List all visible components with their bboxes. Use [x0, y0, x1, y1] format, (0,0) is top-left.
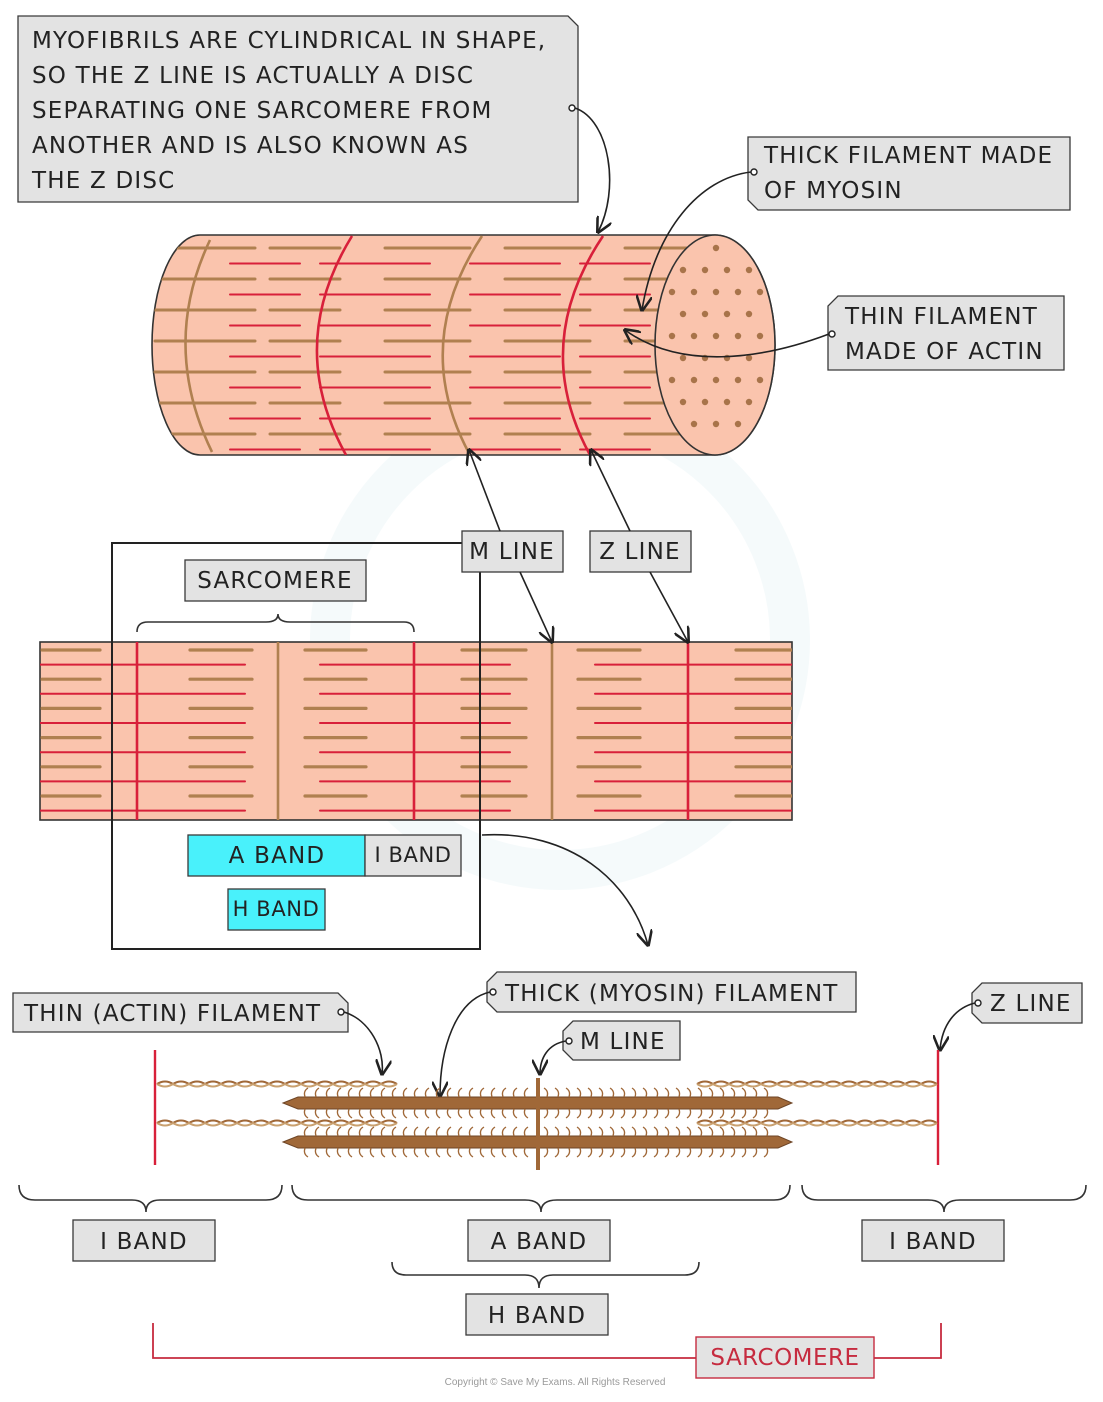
sarcomere-label-bottom: SARCOMERE [710, 1345, 859, 1371]
z-disc-note-line-4: ANOTHER AND IS ALSO KNOWN AS [32, 133, 469, 159]
bottom-thick-callout: THICK (MYOSIN) FILAMENT [440, 971, 857, 1096]
bottom-thin-callout: THIN (ACTIN) FILAMENT [12, 992, 382, 1074]
z-line-callout: Z LINE [590, 450, 692, 642]
z-line-label: Z LINE [599, 539, 681, 565]
sarcomere-molecular-detail [153, 1050, 940, 1170]
thick-filament-label-line-2: OF MYOSIN [764, 178, 903, 204]
thin-actin-label: THIN (ACTIN) FILAMENT [23, 1001, 321, 1027]
h-band-label: H BAND [488, 1303, 586, 1329]
z-disc-note: MYOFIBRILS ARE CYLINDRICAL IN SHAPE, SO … [17, 15, 579, 203]
thin-filament-label-line-2: MADE OF ACTIN [845, 339, 1044, 365]
i-band-key-label: I BAND [374, 843, 451, 867]
sarcomere-brace-top: SARCOMERE [136, 559, 415, 633]
copyright-text: Copyright © Save My Exams. All Rights Re… [445, 1377, 666, 1388]
z-disc-note-line-3: SEPARATING ONE SARCOMERE FROM [32, 98, 493, 124]
h-band-key-label: H BAND [233, 897, 320, 921]
a-band-label: A BAND [491, 1229, 588, 1255]
zoom-frame [111, 542, 481, 950]
z-disc-note-arrow [574, 107, 610, 232]
bottom-m-line-label: M LINE [580, 1029, 666, 1055]
z-disc-note-line-5: THE Z DISC [31, 168, 175, 194]
bottom-z-line-callout: Z LINE [940, 982, 1083, 1050]
zoom-arrow [481, 833, 648, 945]
z-disc-note-line-1: MYOFIBRILS ARE CYLINDRICAL IN SHAPE, [32, 28, 546, 54]
z-disc-note-line-2: SO THE Z LINE IS ACTUALLY A DISC [32, 63, 474, 89]
i-band-right-label: I BAND [889, 1229, 977, 1255]
m-line-callout: M LINE [461, 450, 564, 642]
thin-filament-label-line-1: THIN FILAMENT [844, 304, 1038, 330]
thin-filament-callout: THIN FILAMENT MADE OF ACTIN [625, 295, 1065, 371]
thick-filament-label-line-1: THICK FILAMENT MADE [763, 143, 1053, 169]
myofibril-cylinder [151, 234, 776, 456]
sarcomere-strip [39, 641, 793, 821]
thick-myosin-label: THICK (MYOSIN) FILAMENT [504, 981, 838, 1007]
band-key: A BAND I BAND H BAND [187, 834, 462, 931]
bottom-band-labels: I BAND A BAND I BAND H BAND [72, 1219, 1005, 1336]
thick-filament-callout: THICK FILAMENT MADE OF MYOSIN [642, 136, 1071, 310]
i-band-left-label: I BAND [100, 1229, 188, 1255]
a-band-key-label: A BAND [229, 843, 326, 869]
sarcomere-bracket: SARCOMERE [152, 1323, 942, 1379]
sarcomere-label-top: SARCOMERE [197, 568, 352, 594]
bottom-z-line-label: Z LINE [990, 991, 1072, 1017]
band-braces [18, 1184, 1087, 1289]
bottom-m-line-callout: M LINE [540, 1020, 681, 1074]
m-line-label: M LINE [469, 539, 555, 565]
